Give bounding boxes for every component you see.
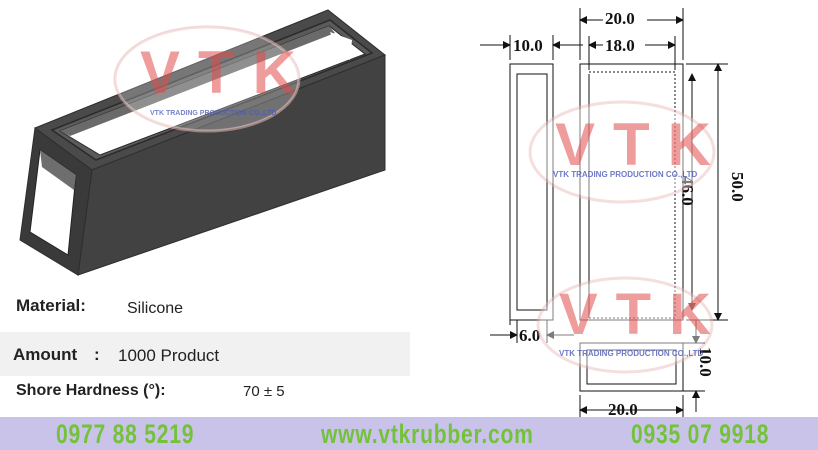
dim-inner-height: 46.0 xyxy=(678,176,697,206)
spec-hardness-row: Shore Hardness (°): 70 ± 5 xyxy=(0,376,410,416)
dim-bottom-width: 20.0 xyxy=(608,400,638,419)
watermark-logo: VTK xyxy=(559,282,729,347)
phone-left[interactable]: 0977 88 5219 xyxy=(56,419,195,449)
spec-amount-row: Amount : 1000 Product xyxy=(0,332,410,376)
watermark-drawing-lower: VTK VTK TRADING PRODUCTION CO.,LTD xyxy=(535,275,715,375)
dim-bottom-depth: 10.0 xyxy=(696,347,715,377)
watermark-left: VTK VTK TRADING PRODUCTION CO.,LTD xyxy=(112,24,302,134)
spec-material-row: Material: Silicone xyxy=(0,285,410,330)
amount-label: Amount xyxy=(13,345,78,364)
dim-inner-width: 18.0 xyxy=(605,36,635,55)
watermark-drawing-upper: VTK VTK TRADING PRODUCTION CO.,LTD xyxy=(527,100,717,205)
dim-slot-width: 6.0 xyxy=(519,326,540,345)
watermark-logo: VTK xyxy=(140,39,314,106)
watermark-tagline: VTK TRADING PRODUCTION CO.,LTD xyxy=(553,170,698,179)
hardness-label: Shore Hardness (°): xyxy=(16,382,166,399)
watermark-ellipse-icon xyxy=(113,25,301,133)
phone-right[interactable]: 0935 07 9918 xyxy=(631,419,770,449)
amount-value: 1000 Product xyxy=(118,346,220,365)
website-link[interactable]: www.vtkrubber.com xyxy=(321,419,534,449)
hardness-value: 70 ± 5 xyxy=(243,383,285,400)
watermark-logo: VTK xyxy=(555,111,729,178)
contact-footer: 0977 88 5219 www.vtkrubber.com 0935 07 9… xyxy=(0,417,818,450)
watermark-tagline: VTK TRADING PRODUCTION CO.,LTD xyxy=(150,110,277,117)
dim-side-width: 10.0 xyxy=(513,36,543,55)
watermark-ellipse-icon xyxy=(528,100,716,204)
watermark-tagline: VTK TRADING PRODUCTION CO.,LTD xyxy=(559,349,704,358)
material-value: Silicone xyxy=(127,300,184,317)
material-label: Material: xyxy=(16,296,86,315)
watermark-ellipse-icon xyxy=(536,276,714,374)
dim-overall-width: 20.0 xyxy=(605,9,635,28)
part-3d-render xyxy=(19,9,386,276)
technical-drawing: 20.0 10.0 18.0 50.0 46.0 6.0 10.0 20.0 xyxy=(480,8,747,419)
dim-overall-height: 50.0 xyxy=(728,172,747,202)
amount-separator: : xyxy=(94,345,100,364)
